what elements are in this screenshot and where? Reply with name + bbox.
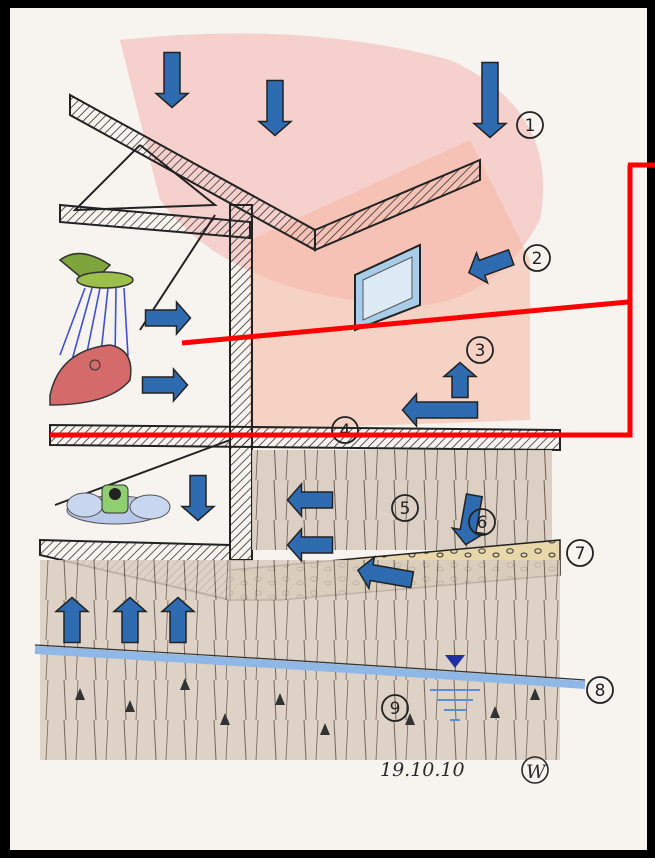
svg-text:6: 6 bbox=[477, 513, 488, 533]
drawing-date: 19.10.10 bbox=[380, 759, 465, 781]
signature-mark: W bbox=[522, 757, 548, 783]
svg-text:7: 7 bbox=[575, 544, 586, 564]
svg-text:4: 4 bbox=[340, 421, 351, 441]
svg-text:5: 5 bbox=[400, 499, 411, 519]
deep-soil bbox=[40, 560, 560, 760]
svg-text:3: 3 bbox=[475, 341, 486, 361]
svg-text:9: 9 bbox=[390, 699, 401, 719]
svg-text:8: 8 bbox=[595, 681, 606, 701]
svg-text:2: 2 bbox=[532, 249, 543, 269]
central-wall bbox=[230, 205, 252, 560]
svg-text:1: 1 bbox=[525, 116, 536, 136]
svg-text:W: W bbox=[526, 761, 547, 783]
